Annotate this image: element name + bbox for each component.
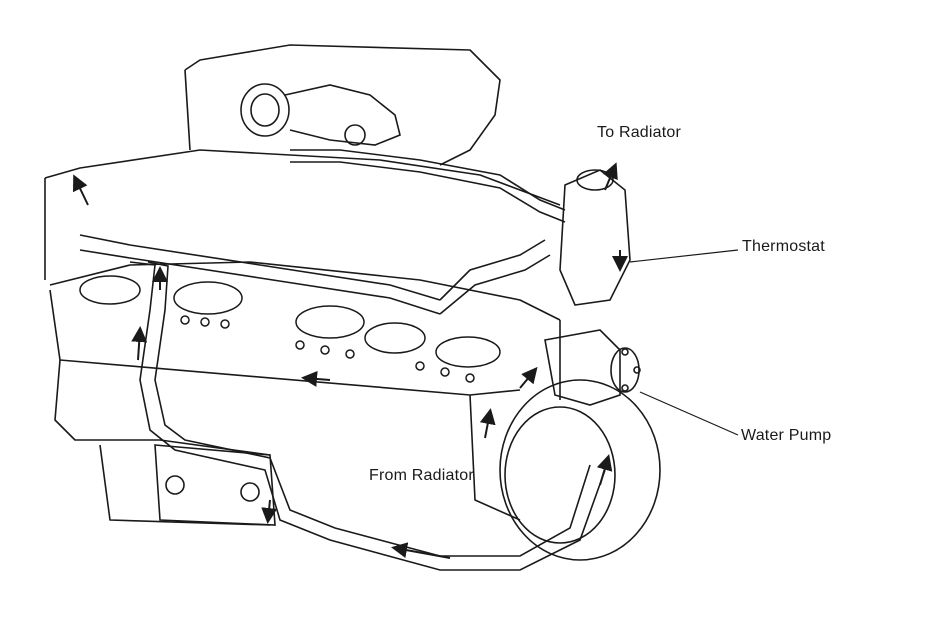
leader-lines (629, 249, 739, 436)
crankshaft-pulley (499, 379, 661, 561)
flow-arrows (72, 162, 628, 559)
flow-arrow-icon (603, 162, 618, 191)
flow-arrow-icon (596, 454, 613, 486)
label-water-pump: Water Pump (741, 427, 832, 444)
label-thermostat: Thermostat (742, 238, 825, 255)
flow-arrow-icon (519, 366, 538, 389)
flow-arrow-icon (479, 408, 496, 439)
label-to-radiator: To Radiator (597, 124, 682, 141)
label-from-radiator: From Radiator (369, 467, 474, 484)
cylinder-bores (79, 275, 501, 383)
flow-arrow-icon (391, 542, 451, 559)
engine-block-outline (44, 44, 561, 526)
flow-arrow-icon (301, 370, 331, 387)
coolant-rail-upper (79, 149, 566, 315)
flow-arrow-icon (261, 499, 278, 524)
flow-arrow-icon (131, 326, 148, 361)
water-pump (544, 329, 641, 406)
thermostat-housing (559, 169, 631, 306)
intake-throttle-body (240, 83, 401, 146)
flow-arrow-icon (72, 174, 89, 206)
oil-pan-plate (154, 444, 276, 526)
